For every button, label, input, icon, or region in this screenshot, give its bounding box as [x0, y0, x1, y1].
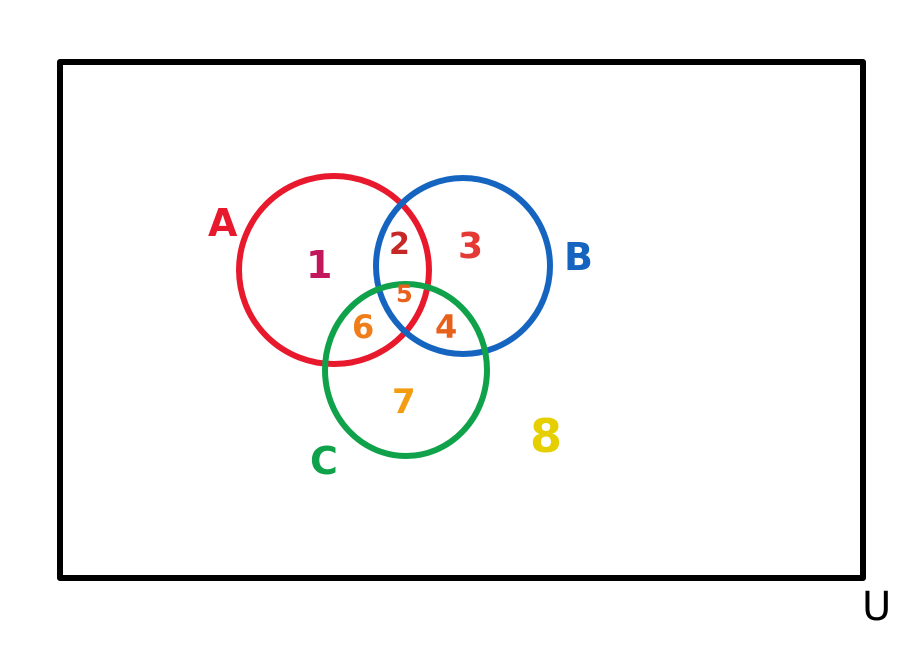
region-3-number: 3: [458, 226, 483, 267]
region-2-number: 2: [389, 227, 410, 262]
region-8-number: 8: [530, 409, 562, 463]
set-c-circle: [322, 281, 490, 459]
set-b-circle: [373, 175, 553, 357]
universe-label: U: [862, 584, 891, 630]
region-6-number: 6: [352, 308, 374, 346]
region-1-number: 1: [306, 243, 332, 287]
set-a-label: A: [208, 201, 238, 245]
set-c-label: C: [310, 439, 338, 483]
region-7-number: 7: [392, 382, 416, 422]
set-a-circle: [236, 173, 432, 367]
region-4-number: 4: [435, 308, 457, 346]
region-5-number: 5: [396, 280, 413, 308]
set-b-label: B: [564, 235, 593, 279]
universe-rectangle: [57, 59, 866, 581]
